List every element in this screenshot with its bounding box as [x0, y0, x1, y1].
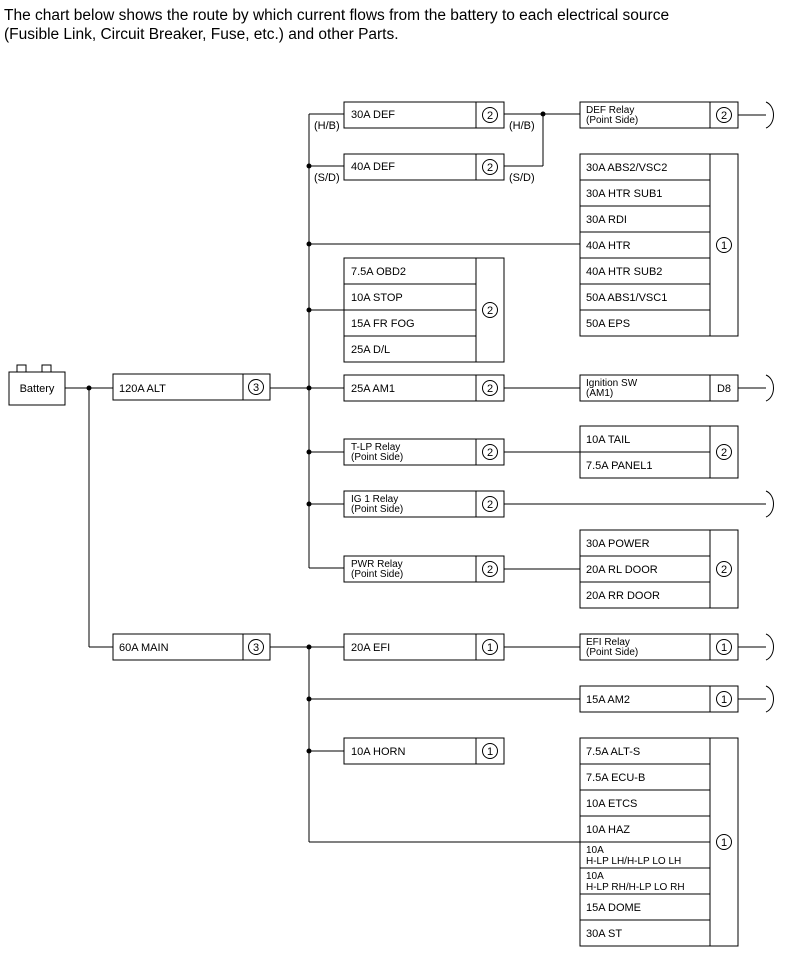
fuse-25a-am1-label: 25A AM1 [351, 383, 395, 395]
continuation-brace [765, 374, 774, 402]
group-item: 15A DOME [586, 902, 641, 914]
fuse-30a-def-label: 30A DEF [351, 109, 395, 121]
group-obd2-num: 2 [487, 305, 493, 317]
tlp-relay-line2: (Point Side) [351, 452, 403, 463]
group-abs-htr-num: 1 [721, 240, 727, 252]
group-item: 50A ABS1/VSC1 [586, 292, 667, 304]
continuation-brace [765, 101, 774, 129]
pwr-relay-line2: (Point Side) [351, 569, 403, 580]
group-power-box [579, 529, 739, 609]
group-power-num: 2 [721, 564, 727, 576]
main-link-label: 60A MAIN [119, 642, 169, 654]
def-relay-line1: DEF Relay [586, 105, 634, 116]
continuation-brace [765, 685, 774, 713]
tag-hb-left: (H/B) [314, 120, 340, 132]
group-tail-num: 2 [721, 447, 727, 459]
group-item-sub: H-LP RH/H-LP LO RH [586, 882, 685, 893]
tlp-relay-num: 2 [487, 447, 493, 459]
group-bottom-num: 1 [721, 837, 727, 849]
alt-link-box [112, 373, 271, 401]
group-item: 30A HTR SUB1 [586, 188, 662, 200]
group-item: 7.5A OBD2 [351, 266, 406, 278]
group-item: 10A TAIL [586, 434, 630, 446]
fuse-10a-horn-label: 10A HORN [351, 746, 405, 758]
alt-link-label: 120A ALT [119, 383, 166, 395]
fuse-40a-def-num: 2 [487, 162, 493, 174]
group-item: 40A HTR SUB2 [586, 266, 662, 278]
ignition-sw-connector: D8 [717, 383, 731, 395]
fuse-40a-def-label: 40A DEF [351, 161, 395, 173]
efi-relay-num: 1 [721, 642, 727, 654]
intro-text: The chart below shows the route by which… [4, 6, 784, 44]
ig1-relay-line2: (Point Side) [351, 504, 403, 515]
fuse-40a-def-box [343, 153, 505, 181]
group-item: 10A [586, 871, 604, 882]
ig1-relay-num: 2 [487, 499, 493, 511]
group-item: 30A POWER [586, 538, 650, 550]
def-relay-num: 2 [721, 110, 727, 122]
group-item: 20A RL DOOR [586, 564, 658, 576]
fuse-20a-efi-num: 1 [487, 642, 493, 654]
group-item: 30A ABS2/VSC2 [586, 162, 667, 174]
tag-hb-right: (H/B) [509, 120, 535, 132]
group-item: 15A FR FOG [351, 318, 415, 330]
group-item: 25A D/L [351, 344, 390, 356]
fuse-30a-def-num: 2 [487, 110, 493, 122]
group-abs-htr-box [579, 153, 739, 337]
group-item: 30A ST [586, 928, 622, 940]
fuse-15a-am2-num: 1 [721, 694, 727, 706]
alt-link-num: 3 [253, 382, 259, 394]
fuse-10a-horn-num: 1 [487, 746, 493, 758]
intro-line-1: The chart below shows the route by which… [4, 7, 670, 24]
group-item: 7.5A ALT-S [586, 746, 640, 758]
group-item: 30A RDI [586, 214, 627, 226]
group-item: 10A [586, 845, 604, 856]
fuse-15a-am2-label: 15A AM2 [586, 694, 630, 706]
tag-sd-left: (S/D) [314, 172, 340, 184]
continuation-brace [765, 490, 774, 518]
group-item: 7.5A PANEL1 [586, 460, 652, 472]
fuse-20a-efi-label: 20A EFI [351, 642, 390, 654]
ig1-relay-line1: IG 1 Relay [351, 494, 398, 505]
efi-relay-line2: (Point Side) [586, 647, 638, 658]
battery-label: Battery [20, 383, 55, 395]
def-relay-line2: (Point Side) [586, 115, 638, 126]
group-item: 50A EPS [586, 318, 630, 330]
fuse-25a-am1-num: 2 [487, 383, 493, 395]
group-item: 10A STOP [351, 292, 403, 304]
fuse-30a-def-box [343, 101, 505, 129]
group-item: 7.5A ECU-B [586, 772, 645, 784]
group-item: 10A ETCS [586, 798, 637, 810]
group-item: 20A RR DOOR [586, 590, 660, 602]
group-item-sub: H-LP LH/H-LP LO LH [586, 856, 681, 867]
efi-relay-line1: EFI Relay [586, 637, 630, 648]
pwr-relay-num: 2 [487, 564, 493, 576]
battery-terminals [16, 364, 52, 372]
fuse-10a-horn-box [343, 737, 505, 765]
group-item: 40A HTR [586, 240, 631, 252]
ignition-sw-line2: (AM1) [586, 388, 613, 399]
group-item: 10A HAZ [586, 824, 630, 836]
main-link-num: 3 [253, 642, 259, 654]
tlp-relay-line1: T-LP Relay [351, 442, 400, 453]
pwr-relay-line1: PWR Relay [351, 559, 403, 570]
tag-sd-right: (S/D) [509, 172, 535, 184]
continuation-brace [765, 633, 774, 661]
intro-line-2: (Fusible Link, Circuit Breaker, Fuse, et… [4, 26, 399, 43]
ignition-sw-line1: Ignition SW [586, 378, 638, 389]
